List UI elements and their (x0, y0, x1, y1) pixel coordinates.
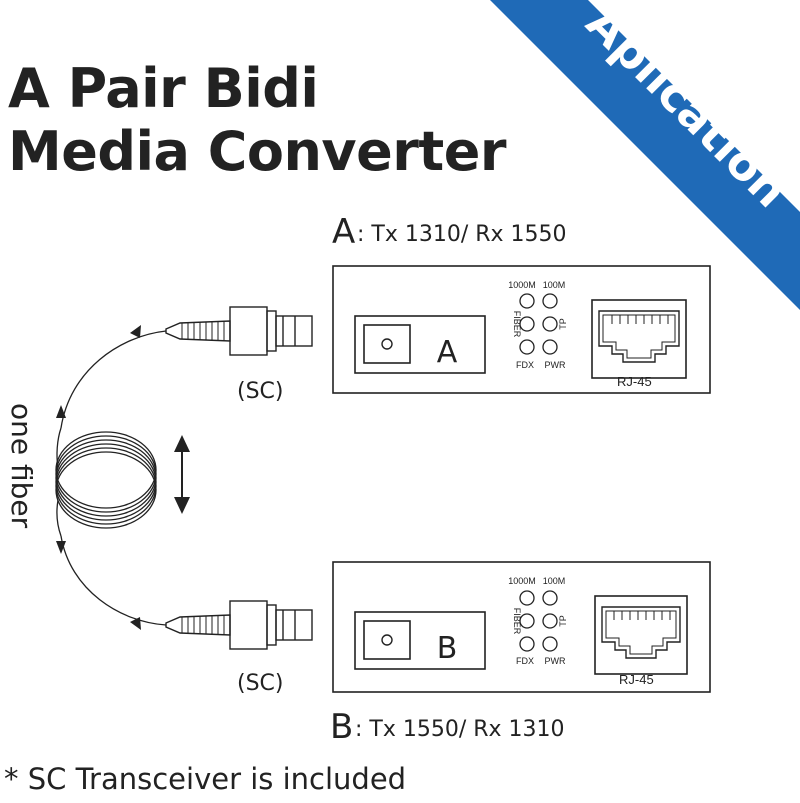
fiber-cable (55, 330, 167, 626)
title-line-2: Media Converter (8, 120, 506, 183)
unit-b-module-letter: B (437, 631, 458, 666)
unit-a-rj45 (591, 299, 687, 379)
unit-a-led-1000m: 1000M (508, 280, 536, 290)
corner-banner: Aplication (490, 0, 800, 310)
unit-b-led-100m: 100M (543, 576, 566, 586)
unit-a-module-port (363, 324, 411, 364)
unit-a-led-fdx: FDX (516, 360, 534, 370)
unit-a-spec: : Tx 1310/ Rx 1550 (357, 222, 567, 247)
unit-a-box: A 1000M 100M FIBER TP FDX PWR (332, 265, 711, 394)
unit-b-letter: B (330, 707, 353, 747)
sc-connector-top (165, 306, 313, 356)
unit-b-led-tp: TP (558, 615, 568, 627)
unit-b-rj45 (594, 595, 688, 675)
fiber-arrows (56, 325, 141, 630)
connector-label-top: (SC) (237, 379, 284, 404)
unit-b-led-1000m: 1000M (508, 576, 536, 586)
unit-a-leds (519, 293, 558, 355)
unit-a-letter: A (332, 212, 355, 252)
unit-b-box: B 1000M 100M FIBER TP FDX PWR (332, 561, 711, 693)
unit-a-port-label: RJ-45 (617, 374, 652, 389)
unit-b-module (354, 611, 486, 670)
unit-b-led-pwr: PWR (545, 656, 566, 666)
connector-label-bottom: (SC) (237, 671, 284, 696)
unit-b-led-fiber: FIBER (512, 608, 522, 635)
bidirectional-arrow-icon (174, 435, 190, 514)
footnote: * SC Transceiver is included (4, 762, 407, 796)
unit-a-led-tp: TP (558, 318, 568, 330)
unit-a-led-pwr: PWR (545, 360, 566, 370)
title-line-1: A Pair Bidi (8, 57, 319, 120)
unit-a-led-100m: 100M (543, 280, 566, 290)
banner-ribbon (490, 0, 800, 310)
sc-connector-bottom (165, 600, 313, 650)
unit-a-led-fiber: FIBER (512, 311, 522, 338)
unit-a-module (354, 315, 486, 374)
unit-b-leds (519, 590, 558, 652)
unit-b-spec: : Tx 1550/ Rx 1310 (355, 717, 565, 742)
unit-a-module-letter: A (437, 335, 458, 370)
fiber-label: one fiber (5, 403, 38, 529)
unit-b-module-port (363, 620, 411, 660)
unit-b-led-fdx: FDX (516, 656, 534, 666)
unit-b-port-label: RJ-45 (619, 672, 654, 687)
